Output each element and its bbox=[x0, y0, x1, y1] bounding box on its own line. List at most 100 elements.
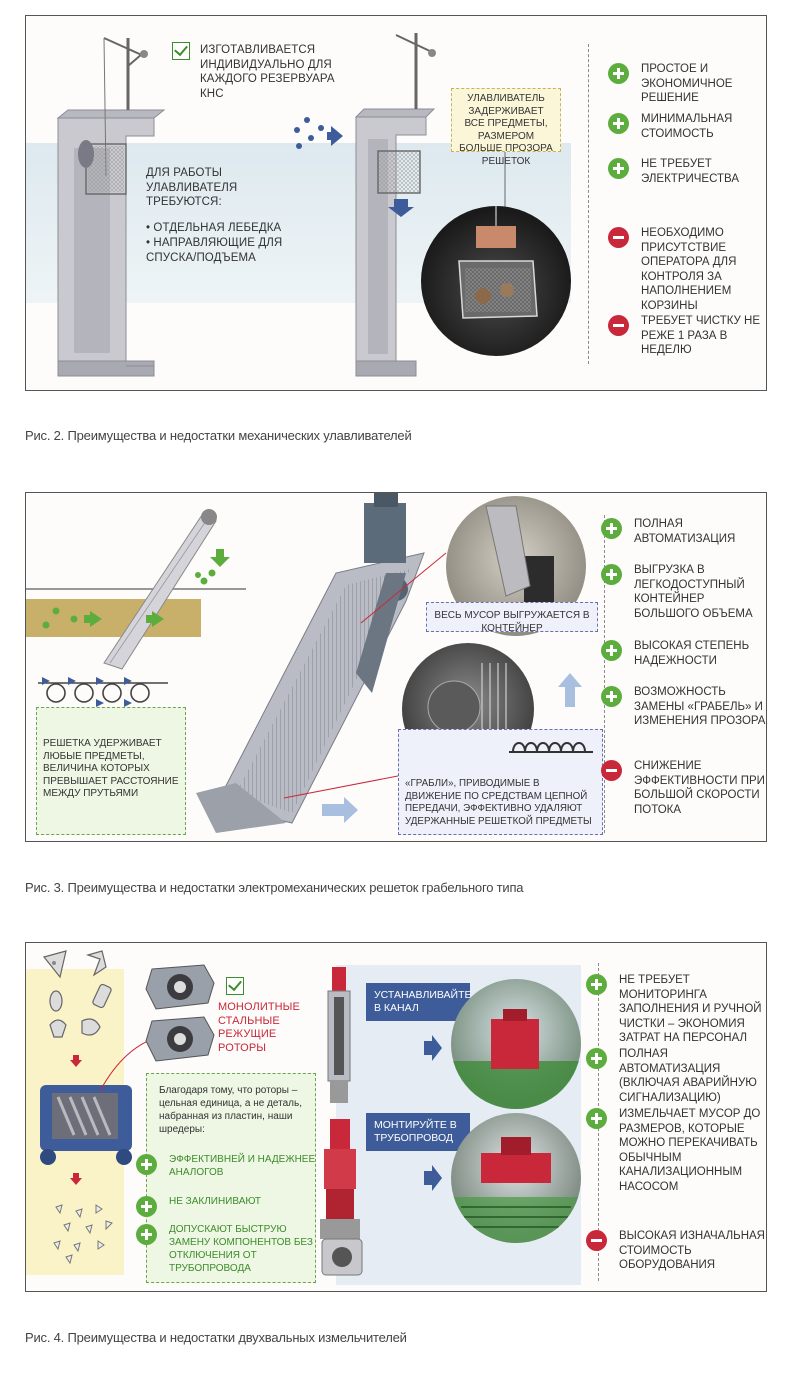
con-text: Требует чистку не реже 1 раза в неделю bbox=[641, 315, 761, 356]
checkbox-icon bbox=[226, 977, 244, 995]
figure-4-panel: Монолитные стальные режущие роторы Благо… bbox=[25, 942, 767, 1292]
plus-icon bbox=[601, 686, 622, 707]
shredded-particles bbox=[53, 1204, 113, 1265]
basket-photo bbox=[421, 206, 571, 356]
plus-icon bbox=[136, 1196, 157, 1217]
pro-item: Не требует электричества bbox=[608, 157, 766, 186]
pro-text: Выгрузка в легкодоступный контейнер боль… bbox=[634, 564, 753, 620]
minus-icon bbox=[608, 227, 629, 248]
checkbox-icon bbox=[172, 42, 190, 60]
debris-flow-illustration bbox=[294, 117, 343, 149]
pro-text: Минимальная стоимость bbox=[641, 113, 733, 140]
plus-icon bbox=[608, 63, 629, 84]
pipe-shredder-unit bbox=[320, 1119, 363, 1276]
channel-install-photo bbox=[451, 979, 581, 1109]
benefits-box: Благодаря тому, что роторы – цельная еди… bbox=[146, 1073, 316, 1283]
channel-install-drawing bbox=[451, 1009, 581, 1109]
requirements-title: Для работы улавливателя требуются: bbox=[146, 167, 238, 208]
rotor-title: Монолитные стальные режущие роторы bbox=[218, 1001, 300, 1054]
figure-2-caption: Рис. 2. Преимущества и недостатки механи… bbox=[25, 428, 412, 443]
right-arrow-icon bbox=[424, 1165, 442, 1191]
benefit-item: Допускают быструю замену компонентов без… bbox=[136, 1223, 316, 1275]
con-text: Высокая изначальная стоимость оборудован… bbox=[619, 1230, 765, 1271]
minus-icon bbox=[608, 315, 629, 336]
down-arrow-icon bbox=[70, 1055, 82, 1067]
pro-text: Не требует электричества bbox=[641, 158, 740, 185]
plus-icon bbox=[608, 113, 629, 134]
plus-icon bbox=[601, 564, 622, 585]
benefit-item: Не заклинивают bbox=[136, 1195, 316, 1217]
con-text: Снижение эффективности при большой скоро… bbox=[634, 760, 765, 816]
con-item: Высокая изначальная стоимость оборудован… bbox=[586, 1229, 766, 1273]
channel-shredder-unit bbox=[327, 967, 351, 1103]
plus-icon bbox=[586, 1048, 607, 1069]
rotor-illustration bbox=[145, 964, 215, 1062]
grid-note: Решетка удерживает любые предметы, велич… bbox=[36, 707, 186, 835]
pro-text: Не требует мониторинга заполнения и ручн… bbox=[619, 974, 762, 1044]
plus-icon bbox=[608, 158, 629, 179]
figure-2-panel: Изготавливается индивидуально для каждог… bbox=[25, 15, 767, 391]
requirement-item: • Отдельная лебедка bbox=[146, 222, 282, 234]
pipe-install-photo bbox=[451, 1113, 581, 1243]
pro-item: Высокая степень надежности bbox=[601, 639, 766, 668]
shredder-unit bbox=[40, 1085, 132, 1165]
benefit-text: Допускают быструю замену компонентов без… bbox=[169, 1224, 313, 1274]
chain-rake-icon bbox=[509, 742, 593, 753]
pro-text: Простое и экономичное решение bbox=[641, 63, 733, 104]
benefit-text: Эффективней и надежнее аналогов bbox=[169, 1154, 316, 1178]
minus-icon bbox=[586, 1230, 607, 1251]
pro-item: Простое и экономичное решение bbox=[608, 62, 766, 106]
left-tank-illustration bbox=[56, 37, 166, 377]
con-text: Необходимо присутствие оператора для кон… bbox=[641, 227, 737, 312]
basket-photo-drawing bbox=[458, 206, 538, 319]
pro-item: Минимальная стоимость bbox=[608, 112, 766, 141]
right-arrow-icon bbox=[322, 797, 358, 823]
con-item: Необходимо присутствие оператора для кон… bbox=[608, 226, 766, 313]
pro-text: Полная автоматизация bbox=[634, 518, 736, 545]
intro-text: Благодаря тому, что роторы – цельная еди… bbox=[159, 1085, 303, 1135]
plus-icon bbox=[136, 1154, 157, 1175]
pro-item: Не требует мониторинга заполнения и ручн… bbox=[586, 973, 766, 1046]
minus-icon bbox=[601, 760, 622, 781]
pro-item: Измельчает мусор до размеров, которые мо… bbox=[586, 1107, 766, 1194]
pro-item: Возможность замены «грабель» и изменения… bbox=[601, 685, 766, 729]
sludge-band bbox=[26, 599, 201, 637]
down-arrow-icon bbox=[70, 1173, 82, 1185]
custom-made-text: Изготавливается индивидуально для каждог… bbox=[200, 44, 335, 100]
rake-screen-machine bbox=[196, 493, 425, 833]
container-photo-drawing bbox=[485, 505, 554, 606]
rakes-note: «Грабли», приводимые в движение по средс… bbox=[398, 729, 603, 835]
inclined-conveyor-illustration bbox=[26, 509, 246, 670]
pro-text: Измельчает мусор до размеров, которые мо… bbox=[619, 1108, 761, 1193]
benefit-text: Не заклинивают bbox=[169, 1196, 262, 1207]
section-divider bbox=[588, 44, 589, 364]
bar-grid-illustration bbox=[38, 677, 168, 707]
figure-3-caption: Рис. 3. Преимущества и недостатки электр… bbox=[25, 880, 524, 895]
pro-text: Возможность замены «грабель» и изменения… bbox=[634, 686, 766, 727]
section-divider bbox=[604, 515, 605, 833]
figure-4-caption: Рис. 4. Преимущества и недостатки двухва… bbox=[25, 1330, 407, 1345]
install-pipe-label: Монтируйте в трубопровод bbox=[366, 1113, 470, 1151]
pro-item: Полная автоматизация bbox=[601, 517, 766, 546]
pipe-install-drawing bbox=[451, 1137, 581, 1243]
pro-text: Полная автоматизация (включая аварийную … bbox=[619, 1048, 757, 1104]
benefit-item: Эффективней и надежнее аналогов bbox=[136, 1153, 316, 1179]
pro-item: Полная автоматизация (включая аварийную … bbox=[586, 1047, 766, 1105]
install-channel-label: Устанавливайте в канал bbox=[366, 983, 472, 1021]
rakes-note-text: «Грабли», приводимые в движение по средс… bbox=[405, 778, 592, 827]
callout-box: Улавливатель задерживает все предметы, р… bbox=[451, 88, 561, 167]
con-item: Снижение эффективности при большой скоро… bbox=[601, 759, 766, 817]
plus-icon bbox=[601, 518, 622, 539]
figure-3-panel: Решетка удерживает любые предметы, велич… bbox=[25, 492, 767, 842]
up-arrow-icon bbox=[558, 673, 582, 707]
requirement-item: • Направляющие для спуска/подъема bbox=[146, 237, 283, 264]
con-item: Требует чистку не реже 1 раза в неделю bbox=[608, 314, 766, 358]
waste-icons bbox=[42, 950, 112, 1038]
plus-icon bbox=[586, 1108, 607, 1129]
right-tank-illustration bbox=[354, 33, 436, 377]
plus-icon bbox=[136, 1224, 157, 1245]
plus-icon bbox=[601, 640, 622, 661]
container-note: Весь мусор выгружается в контейнер bbox=[426, 602, 598, 634]
pro-item: Выгрузка в легкодоступный контейнер боль… bbox=[601, 563, 766, 621]
pro-text: Высокая степень надежности bbox=[634, 640, 750, 667]
